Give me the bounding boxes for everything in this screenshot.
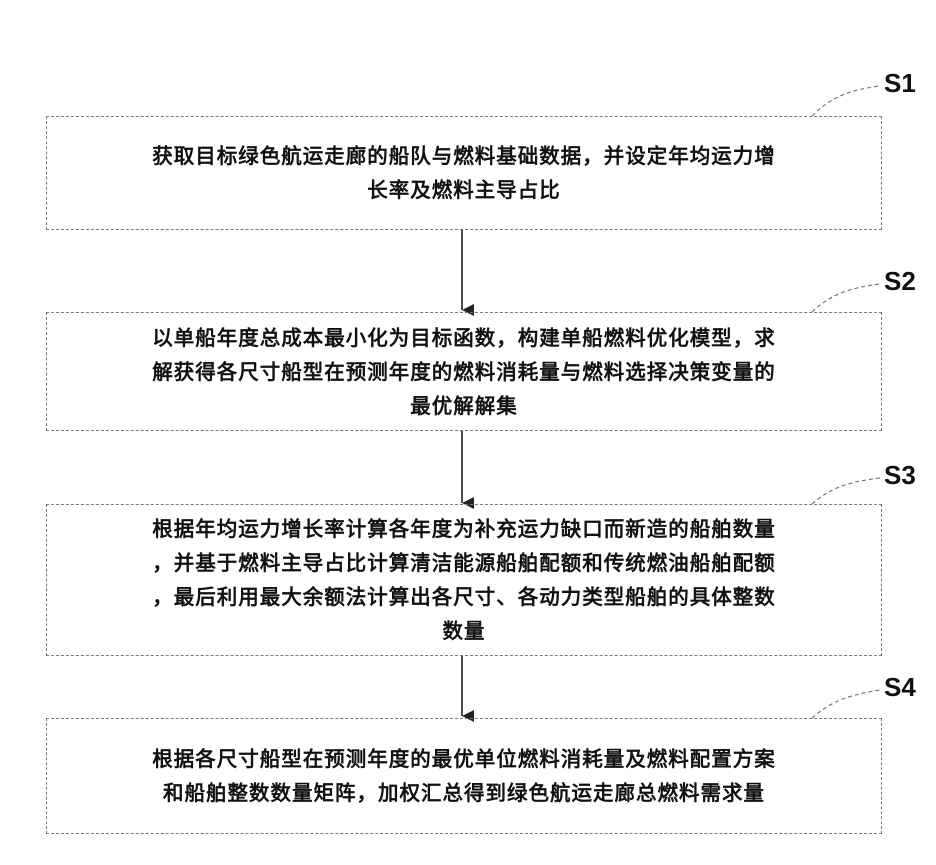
leader-line-s3 <box>812 478 880 504</box>
step-text-s3: 根据年均运力增长率计算各年度为补充运力缺口而新造的船舶数量 ，并基于燃料主导占比… <box>134 512 794 648</box>
step-text-s4: 根据各尺寸船型在预测年度的最优单位燃料消耗量及燃料配置方案 和船舶整数数量矩阵，… <box>134 742 794 810</box>
step-box-s4: 根据各尺寸船型在预测年度的最优单位燃料消耗量及燃料配置方案 和船舶整数数量矩阵，… <box>46 718 882 834</box>
step-text-s2: 以单船年度总成本最小化为目标函数，构建单船燃料优化模型，求 解获得各尺寸船型在预… <box>134 321 794 423</box>
leader-line-s4 <box>812 690 880 718</box>
step-label-s3: S3 <box>884 460 916 491</box>
step-text-s1: 获取目标绿色航运走廊的船队与燃料基础数据，并设定年均运力增 长率及燃料主导占比 <box>134 139 794 207</box>
step-label-s1: S1 <box>884 68 916 99</box>
step-box-s3: 根据年均运力增长率计算各年度为补充运力缺口而新造的船舶数量 ，并基于燃料主导占比… <box>46 504 882 656</box>
leader-line-s1 <box>812 86 880 116</box>
step-label-s2: S2 <box>884 266 916 297</box>
leader-line-s2 <box>812 284 880 312</box>
step-box-s1: 获取目标绿色航运走廊的船队与燃料基础数据，并设定年均运力增 长率及燃料主导占比 <box>46 116 882 230</box>
step-box-s2: 以单船年度总成本最小化为目标函数，构建单船燃料优化模型，求 解获得各尺寸船型在预… <box>46 312 882 431</box>
step-label-s4: S4 <box>884 672 916 703</box>
